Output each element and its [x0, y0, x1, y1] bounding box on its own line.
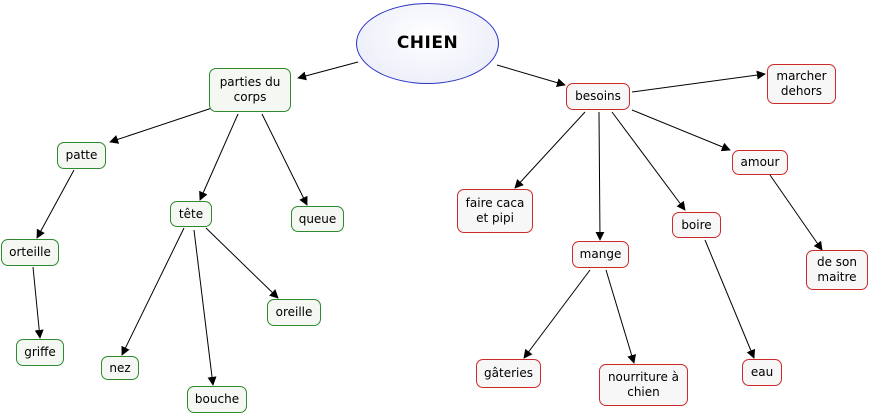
edge-tete-bouche	[193, 229, 217, 386]
node-gateries[interactable]: gâteries	[476, 359, 541, 388]
edge-patte-orteille	[36, 169, 75, 239]
node-patte[interactable]: patte	[57, 142, 106, 169]
node-orteille[interactable]: orteille	[1, 239, 59, 266]
node-mange[interactable]: mange	[572, 241, 629, 268]
edge-mange-gateries	[523, 269, 591, 359]
edge-mange-nourriture	[605, 269, 636, 364]
node-nez[interactable]: nez	[101, 356, 139, 380]
node-chien[interactable]: CHIEN	[356, 3, 499, 84]
node-faire-caca-et-pipi[interactable]: faire caca et pipi	[457, 189, 533, 233]
node-besoins[interactable]: besoins	[566, 83, 630, 110]
edge-chien-besoins	[496, 64, 566, 88]
node-parties-du-corps[interactable]: parties du corps	[209, 68, 291, 112]
edge-besoins-mange	[595, 111, 605, 241]
edge-tete-nez	[121, 227, 185, 356]
edge-besoins-boire	[611, 111, 686, 211]
edge-parties-patte	[109, 107, 213, 144]
node-bouche[interactable]: bouche	[187, 386, 247, 413]
node-marcher-dehors[interactable]: marcher dehors	[767, 64, 836, 104]
node-nourriture-a-chien[interactable]: nourriture à chien	[599, 364, 688, 406]
node-oreille[interactable]: oreille	[267, 299, 321, 326]
node-eau[interactable]: eau	[742, 359, 782, 386]
edge-tete-oreille	[205, 227, 279, 299]
edge-parties-queue	[261, 113, 308, 206]
edge-besoins-faire	[514, 111, 586, 189]
edge-parties-tete	[199, 113, 239, 201]
edge-besoins-amour	[631, 109, 731, 152]
node-de-son-maitre[interactable]: de son maitre	[806, 250, 868, 290]
edge-amour-maitre	[769, 174, 823, 251]
edge-orteille-griffe	[32, 266, 44, 339]
edge-besoins-marcher	[631, 70, 766, 93]
node-griffe[interactable]: griffe	[16, 339, 64, 366]
node-queue[interactable]: queue	[291, 206, 344, 232]
edge-chien-parties	[297, 61, 359, 81]
node-tete[interactable]: tête	[170, 201, 212, 227]
node-amour[interactable]: amour	[732, 150, 788, 175]
edge-boire-eau	[704, 239, 756, 359]
node-boire[interactable]: boire	[672, 212, 721, 238]
